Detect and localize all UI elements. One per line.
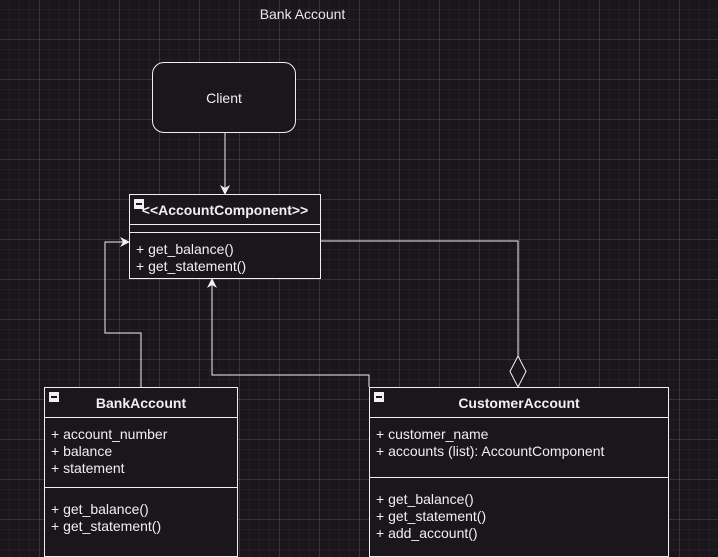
bank-account-methods: + get_balance() + get_statement() (45, 488, 237, 535)
aggregation-diamond (509, 354, 527, 389)
collapse-icon[interactable] (374, 392, 384, 402)
method: + get_statement() (376, 508, 487, 524)
customer-account-name: CustomerAccount (458, 394, 580, 411)
diagram-title: Bank Account (259, 6, 346, 22)
method: + add_account() (376, 525, 478, 541)
attribute: + statement (51, 460, 125, 476)
attribute: + accounts (list): AccountComponent (376, 443, 605, 459)
collapse-icon[interactable] (49, 392, 59, 402)
method: + get_balance() (376, 491, 474, 507)
method: + get_statement() (136, 258, 247, 274)
account-component-methods: + get_balance() + get_statement() (130, 233, 320, 275)
customer-account-attributes: + customer_name + accounts (list): Accou… (370, 418, 668, 478)
bank-account-class[interactable]: BankAccount + account_number + balance +… (44, 387, 238, 557)
client-node[interactable]: Client (152, 62, 296, 133)
client-label: Client (206, 89, 242, 106)
method: + get_balance() (51, 501, 149, 517)
customer-account-header: CustomerAccount (370, 388, 668, 418)
aggregation-line (321, 240, 519, 356)
customer-account-methods: + get_balance() + get_statement() + add_… (370, 478, 668, 542)
attribute: + customer_name (376, 426, 489, 442)
attribute: + account_number (51, 426, 168, 442)
connectors (104, 133, 527, 389)
customeraccount-to-component-arrow (207, 278, 370, 387)
attribute: + balance (51, 443, 113, 459)
bank-account-header: BankAccount (45, 388, 237, 418)
bank-account-name: BankAccount (95, 394, 187, 411)
account-component-name: <<AccountComponent>> (141, 201, 309, 218)
bank-account-attributes: + account_number + balance + statement (45, 418, 237, 488)
collapse-icon[interactable] (134, 199, 144, 209)
method: + get_statement() (51, 518, 162, 534)
account-component-class[interactable]: <<AccountComponent>> + get_balance() + g… (129, 194, 321, 279)
method: + get_balance() (136, 241, 234, 257)
account-component-header: <<AccountComponent>> (130, 195, 320, 225)
bankaccount-to-component-arrow (104, 237, 142, 387)
customer-account-class[interactable]: CustomerAccount + customer_name + accoun… (369, 387, 669, 557)
account-component-attributes (130, 225, 320, 233)
